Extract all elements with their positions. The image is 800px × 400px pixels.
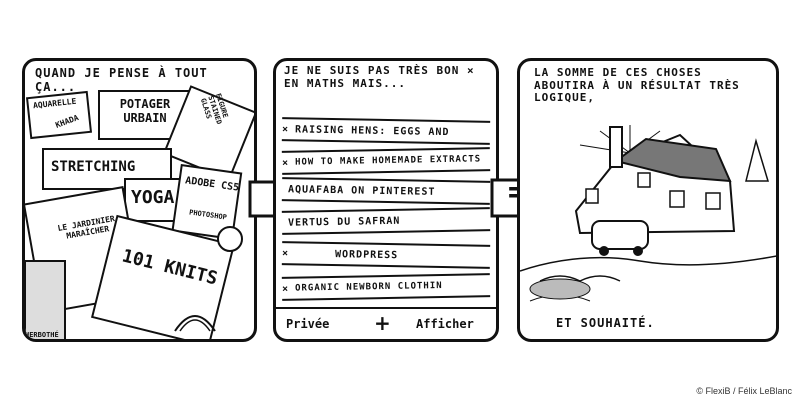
book-potager: POTAGER URBAIN	[119, 97, 171, 125]
list-item[interactable]: VERTUS DU SAFRAN	[281, 207, 491, 235]
list-divider	[276, 307, 496, 309]
show-button[interactable]: Afficher	[416, 317, 474, 331]
panel3-caption: LA SOMME DE CES CHOSES ABOUTIRA À UN RÉS…	[534, 66, 740, 105]
credit-text: © FlexiB / Félix LeBlanc	[696, 386, 792, 396]
panel1-caption: QUAND JE PENSE À TOUT ÇA...	[35, 66, 208, 94]
private-button[interactable]: Privée	[286, 317, 330, 331]
list-item[interactable]: × HOW TO MAKE HOMEMADE EXTRACTS	[281, 147, 491, 175]
list-item[interactable]: × RAISING HENS: EGGS AND	[281, 117, 491, 145]
list-item[interactable]: × ORGANIC NEWBORN CLOTHIN	[281, 273, 491, 301]
panel2-caption: JE NE SUIS PAS TRÈS BON × EN MATHS MAIS.…	[284, 64, 475, 90]
house-illustration	[520, 125, 776, 302]
book-stretching: STRETCHING	[51, 159, 136, 175]
panel3-bottom-caption: ET SOUHAITÉ.	[556, 316, 655, 330]
books-illustration	[25, 85, 254, 339]
panel-bookmarks: JE NE SUIS PAS TRÈS BON × EN MATHS MAIS.…	[273, 58, 499, 342]
add-icon[interactable]: +	[374, 311, 391, 335]
list-item[interactable]: × WORDPRESS	[281, 241, 491, 269]
panel-books: QUAND JE PENSE À TOUT ÇA... AQUARELLE KH…	[22, 58, 257, 342]
panel-result: LA SOMME DE CES CHOSES ABOUTIRA À UN RÉS…	[517, 58, 779, 342]
book-yoga: YOGA	[131, 187, 175, 208]
book-herbothe: HERBOTHÉ	[25, 331, 59, 339]
list-item[interactable]: AQUAFABA ON PINTEREST	[281, 177, 491, 205]
